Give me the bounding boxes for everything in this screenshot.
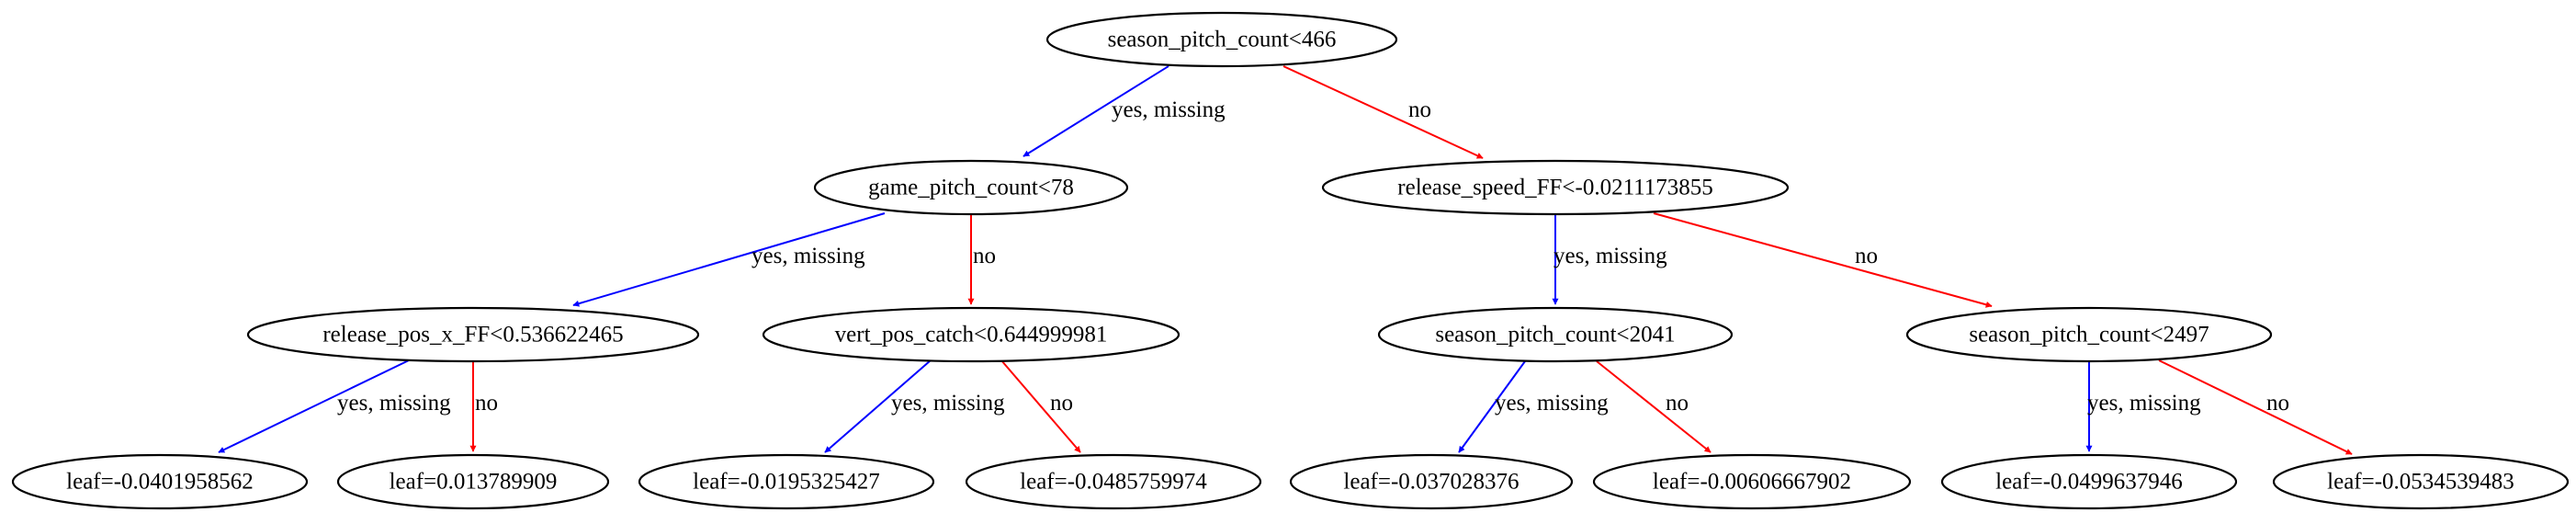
node-ellipse xyxy=(1377,306,1734,363)
leaf-node-n14: leaf=-0.0534539483 xyxy=(2272,453,2570,510)
no-edge-arrow xyxy=(1653,212,1993,308)
edge-label: no xyxy=(1666,391,1689,416)
node-ellipse xyxy=(2272,453,2570,510)
no-edge-arrow xyxy=(2158,359,2353,455)
node-ellipse xyxy=(336,453,610,510)
split-condition-label: season_pitch_count<466 xyxy=(1108,28,1337,52)
split-node-n4: vert_pos_catch<0.644999981 xyxy=(762,306,1181,363)
node-ellipse xyxy=(1592,453,1912,510)
split-condition-label: release_pos_x_FF<0.536622465 xyxy=(322,323,623,347)
leaf-value-label: leaf=-0.0485759974 xyxy=(1020,470,1207,495)
edge-label: yes, missing xyxy=(2087,391,2201,416)
edges-layer: yes, missing no yes, missing no yes, missing… xyxy=(218,65,2353,455)
no-edge-arrow xyxy=(1000,359,1081,453)
edge-label: no xyxy=(973,244,996,268)
leaf-node-n11: leaf=-0.037028376 xyxy=(1289,453,1574,510)
edge-n5-n11: yes, missing xyxy=(1458,360,1609,453)
leaf-node-n10: leaf=-0.0485759974 xyxy=(965,453,1262,510)
leaf-node-n7: leaf=-0.0401958562 xyxy=(11,453,309,510)
leaf-value-label: leaf=-0.037028376 xyxy=(1343,470,1519,495)
nodes-layer: season_pitch_count<466 game_pitch_count<7… xyxy=(11,11,2570,510)
edge-label: yes, missing xyxy=(1554,244,1667,268)
leaf-node-n8: leaf=0.013789909 xyxy=(336,453,610,510)
edge-n2-n5: yes, missing xyxy=(1552,214,1667,305)
split-condition-label: season_pitch_count<2041 xyxy=(1435,323,1675,347)
edge-label: no xyxy=(1050,391,1073,416)
split-condition-label: release_speed_FF<-0.0211173855 xyxy=(1397,176,1712,200)
edge-n4-n10: no xyxy=(1000,359,1081,453)
edge-label: no xyxy=(2266,391,2289,416)
split-node-n6: season_pitch_count<2497 xyxy=(1905,306,2273,363)
leaf-value-label: leaf=-0.0534539483 xyxy=(2327,470,2514,495)
node-ellipse xyxy=(1289,453,1574,510)
no-edge-arrow xyxy=(1596,360,1712,453)
edge-label: yes, missing xyxy=(1495,391,1609,416)
edge-label: no xyxy=(475,391,498,416)
edge-label: yes, missing xyxy=(337,391,451,416)
edge-n6-n14: no xyxy=(2158,359,2353,455)
edge-label: yes, missing xyxy=(1112,97,1226,122)
edge-n6-n13: yes, missing xyxy=(2085,361,2201,452)
node-ellipse xyxy=(246,306,700,363)
no-edge-arrow xyxy=(1282,65,1484,159)
leaf-value-label: leaf=-0.00606667902 xyxy=(1653,470,1851,495)
split-node-n3: release_pos_x_FF<0.536622465 xyxy=(246,306,700,363)
node-ellipse xyxy=(1940,453,2238,510)
node-ellipse xyxy=(1045,11,1398,68)
leaf-node-n9: leaf=-0.0195325427 xyxy=(638,453,935,510)
leaf-node-n12: leaf=-0.00606667902 xyxy=(1592,453,1912,510)
split-node-n1: game_pitch_count<78 xyxy=(813,159,1129,216)
node-ellipse xyxy=(1321,159,1790,216)
node-ellipse xyxy=(11,453,309,510)
split-node-n2: release_speed_FF<-0.0211173855 xyxy=(1321,159,1790,216)
yes-edge-arrow xyxy=(1022,65,1169,157)
edge-label: yes, missing xyxy=(891,391,1005,416)
edge-n0-n1: yes, missing xyxy=(1022,65,1226,157)
yes-edge-arrow xyxy=(824,359,932,453)
yes-edge-arrow xyxy=(218,359,410,453)
edge-n1-n3: yes, missing xyxy=(572,212,886,307)
leaf-value-label: leaf=0.013789909 xyxy=(390,470,558,495)
leaf-value-label: leaf=-0.0401958562 xyxy=(66,470,254,495)
node-ellipse xyxy=(965,453,1262,510)
split-condition-label: season_pitch_count<2497 xyxy=(1969,323,2209,347)
split-node-n5: season_pitch_count<2041 xyxy=(1377,306,1734,363)
edge-label: no xyxy=(1408,97,1431,122)
edge-label: no xyxy=(1855,244,1878,268)
edge-n1-n4: no xyxy=(967,214,996,305)
edge-label: yes, missing xyxy=(751,244,865,268)
node-ellipse xyxy=(813,159,1129,216)
edge-n5-n12: no xyxy=(1596,360,1712,453)
yes-edge-arrow xyxy=(572,212,886,307)
split-node-n0: season_pitch_count<466 xyxy=(1045,11,1398,68)
node-ellipse xyxy=(638,453,935,510)
split-condition-label: vert_pos_catch<0.644999981 xyxy=(835,323,1108,347)
leaf-value-label: leaf=-0.0195325427 xyxy=(693,470,880,495)
edge-n4-n9: yes, missing xyxy=(824,359,1005,453)
node-ellipse xyxy=(762,306,1181,363)
split-condition-label: game_pitch_count<78 xyxy=(868,176,1074,200)
node-ellipse xyxy=(1905,306,2273,363)
edge-n3-n7: yes, missing xyxy=(218,359,451,453)
leaf-node-n13: leaf=-0.0499637946 xyxy=(1940,453,2238,510)
edge-n0-n2: no xyxy=(1282,65,1484,159)
leaf-value-label: leaf=-0.0499637946 xyxy=(1995,470,2183,495)
edge-n2-n6: no xyxy=(1653,212,1993,308)
edge-n3-n8: no xyxy=(469,361,498,452)
yes-edge-arrow xyxy=(1458,360,1526,453)
